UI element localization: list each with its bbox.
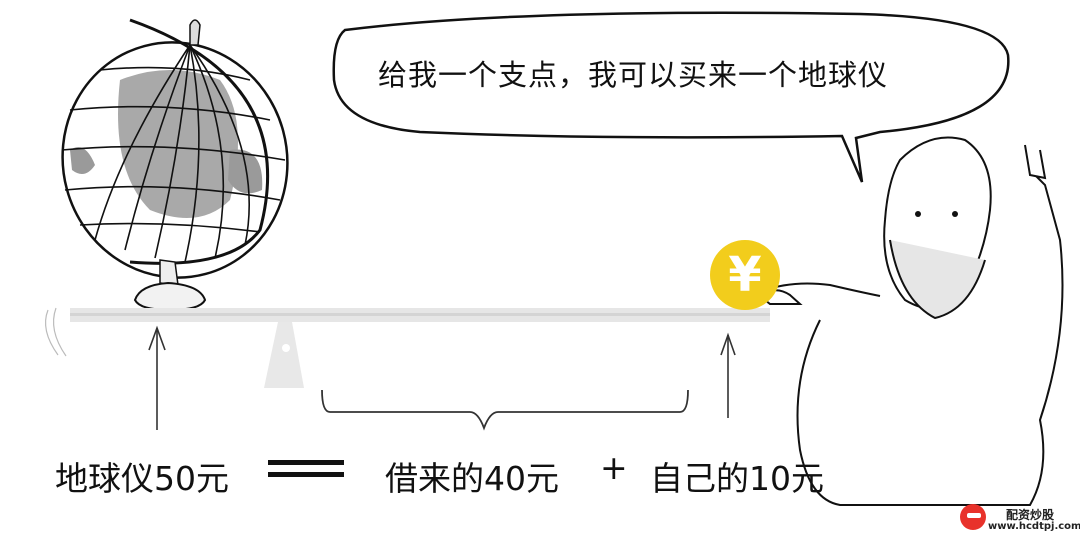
borrowed-amount-label: 借来的40元 [385, 459, 559, 498]
archimedes-figure [758, 136, 1064, 506]
watermark-name: 配资炒股 [1006, 508, 1055, 522]
plus-sign: + [600, 448, 628, 487]
distance-brace [321, 389, 689, 431]
watermark-url: www.hcdtpj.com [988, 521, 1080, 532]
speech-bubble-text: 给我一个支点，我可以买来一个地球仪 [378, 58, 889, 92]
equals-sign [268, 460, 344, 478]
globe-price-label: 地球仪50元 [55, 459, 229, 498]
watermark-logo-icon [960, 504, 986, 530]
globe-illustration [61, 18, 289, 312]
arrow-left [148, 325, 166, 430]
own-amount-label: 自己的10元 [650, 459, 824, 498]
fulcrum [264, 322, 304, 388]
speech-bubble [332, 11, 1010, 183]
yuan-symbol: ¥ [728, 247, 762, 303]
arrow-right [720, 332, 736, 418]
yuan-coin-icon: ¥ [710, 240, 780, 310]
lever-board [45, 307, 770, 357]
